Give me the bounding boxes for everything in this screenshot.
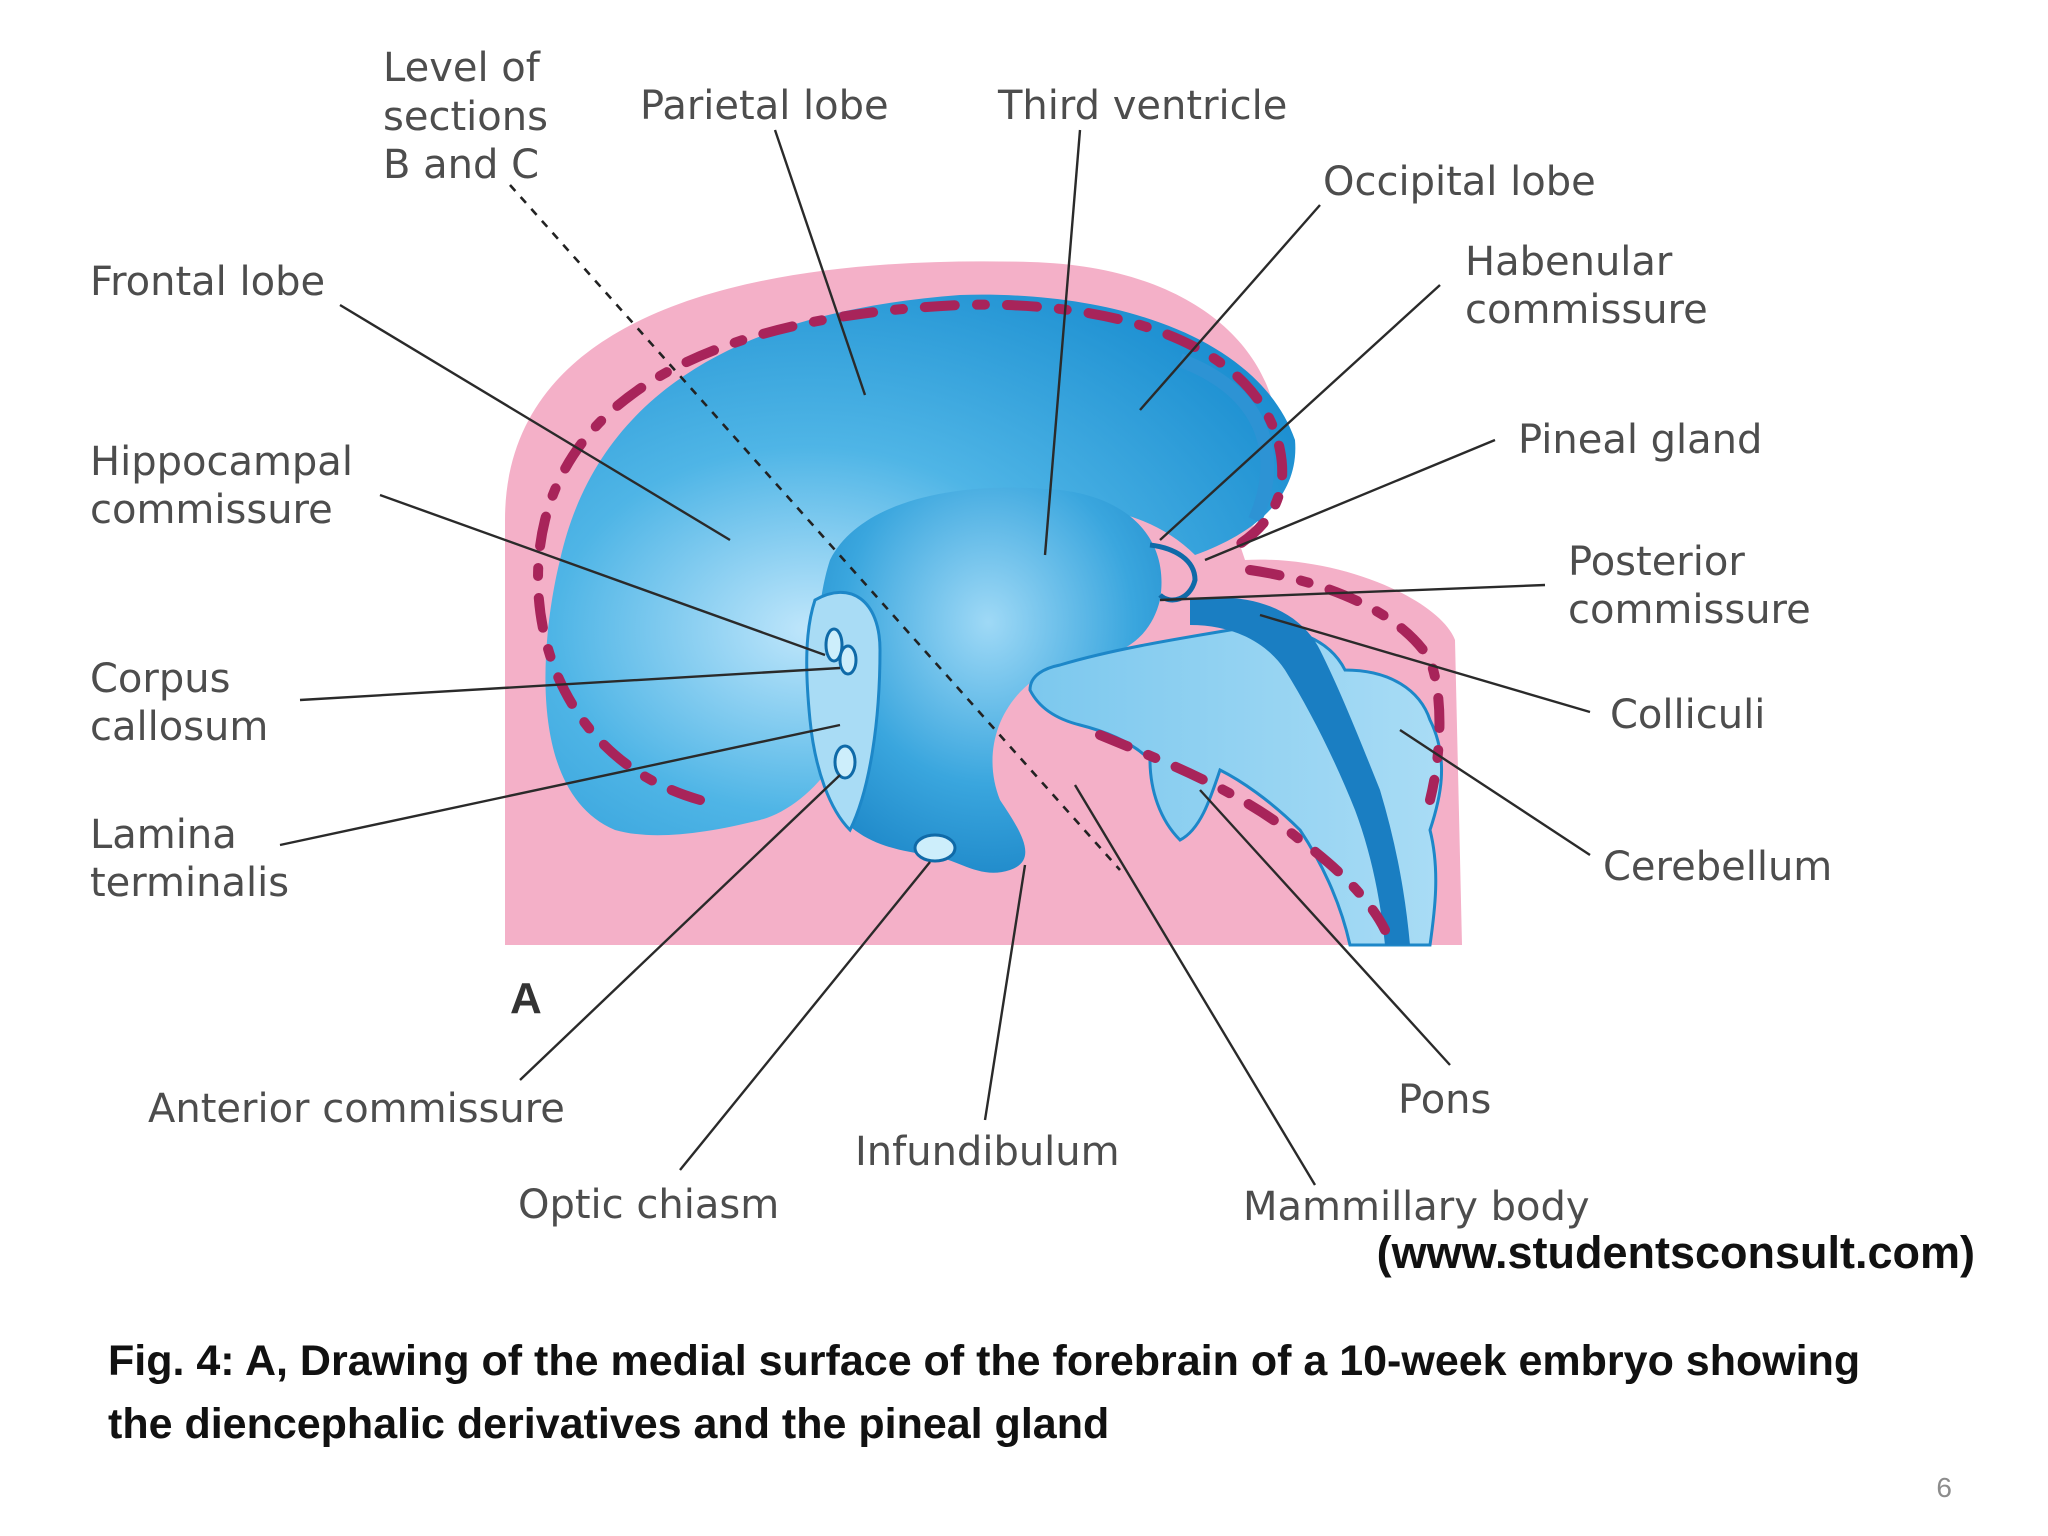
label-pineal-gland: Pineal gland bbox=[1518, 417, 1762, 463]
optic-chiasm-oval bbox=[913, 833, 957, 863]
lamina-terminalis-wall bbox=[805, 590, 882, 833]
label-level-of-sections-3: B and C bbox=[383, 142, 539, 188]
label-hippocampal-commissure-1: Hippocampal bbox=[90, 439, 353, 485]
diencephalon bbox=[815, 487, 1162, 873]
label-lamina-terminalis-2: terminalis bbox=[90, 860, 289, 906]
label-cerebellum: Cerebellum bbox=[1603, 844, 1832, 890]
label-infundibulum: Infundibulum bbox=[855, 1129, 1120, 1175]
label-third-ventricle: Third ventricle bbox=[997, 83, 1287, 129]
leader-lines bbox=[279, 129, 1591, 1186]
page-number: 6 bbox=[1936, 1472, 1952, 1503]
label-corpus-callosum-2: callosum bbox=[90, 704, 268, 750]
corpus-callosum-oval bbox=[838, 644, 858, 676]
figure-caption-line-1: Fig. 4: A, Drawing of the medial surface… bbox=[108, 1337, 1860, 1385]
label-pons: Pons bbox=[1398, 1077, 1491, 1123]
panel-letter: A bbox=[510, 974, 542, 1023]
label-posterior-commissure-1: Posterior bbox=[1568, 539, 1745, 585]
cerebral-hemisphere bbox=[545, 294, 1296, 836]
label-habenular-commissure-2: commissure bbox=[1465, 287, 1708, 333]
label-frontal-lobe: Frontal lobe bbox=[90, 259, 325, 305]
label-posterior-commissure-2: commissure bbox=[1568, 587, 1811, 633]
dura-dashes-lower bbox=[1095, 730, 1390, 935]
anterior-commissure-oval bbox=[833, 744, 857, 780]
source-credit: (www.studentsconsult.com) bbox=[1377, 1227, 1975, 1278]
label-optic-chiasm: Optic chiasm bbox=[518, 1182, 779, 1228]
label-habenular-commissure-1: Habenular bbox=[1465, 239, 1673, 285]
label-anterior-commissure: Anterior commissure bbox=[148, 1086, 565, 1132]
label-corpus-callosum-1: Corpus bbox=[90, 656, 230, 702]
figure-caption-line-2: the diencephalic derivatives and the pin… bbox=[108, 1400, 1109, 1448]
label-lamina-terminalis-1: Lamina bbox=[90, 812, 237, 858]
label-mammillary-body: Mammillary body bbox=[1243, 1184, 1590, 1230]
label-hippocampal-commissure-2: commissure bbox=[90, 487, 333, 533]
hippocampal-commissure-oval bbox=[824, 627, 844, 663]
label-colliculi: Colliculi bbox=[1610, 692, 1765, 738]
label-occipital-lobe: Occipital lobe bbox=[1323, 159, 1596, 205]
occipital-rim bbox=[1177, 353, 1275, 523]
label-parietal-lobe: Parietal lobe bbox=[640, 83, 889, 129]
label-level-of-sections-1: Level of bbox=[383, 45, 541, 91]
central-canal bbox=[1190, 597, 1410, 945]
label-level-of-sections-2: sections bbox=[383, 94, 548, 140]
dura-dashes-outer bbox=[533, 299, 1288, 805]
